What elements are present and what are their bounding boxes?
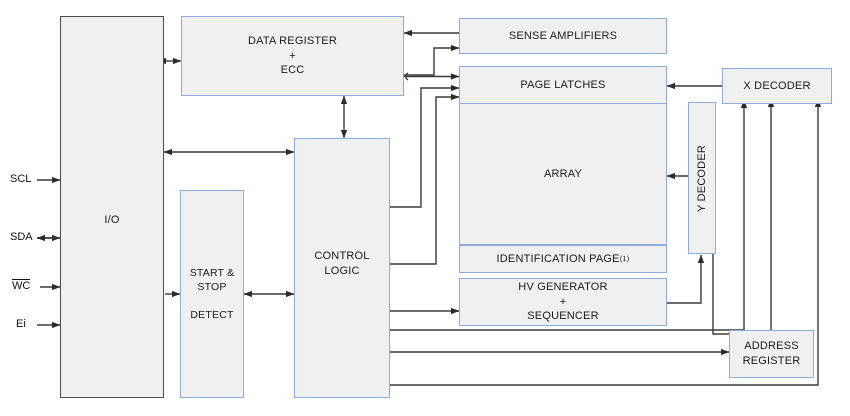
block-identification-page[interactable]: IDENTIFICATION PAGE(1) — [459, 245, 667, 273]
block-io-label: I/O — [104, 214, 120, 226]
block-start-stop-detect-label: START & STOP DETECT — [189, 266, 235, 322]
signal-label-wc: WC — [12, 279, 31, 292]
identification-page-footnote: (1) — [619, 253, 630, 263]
block-array[interactable]: ARRAY — [459, 103, 667, 245]
block-io[interactable]: I/O — [60, 16, 164, 398]
signal-label-ei: Ei — [16, 318, 26, 330]
block-page-latches-label: PAGE LATCHES — [520, 78, 606, 91]
block-array-label: ARRAY — [543, 167, 583, 180]
block-address-register-label: ADDRESS REGISTER — [742, 340, 801, 367]
block-y-decoder-label: Y DECODER — [695, 144, 708, 212]
block-data-register-label: DATA REGISTER + ECC — [248, 34, 337, 77]
block-sense-amplifiers[interactable]: SENSE AMPLIFIERS — [459, 18, 667, 54]
block-control-logic-label: CONTROL LOGIC — [314, 250, 370, 277]
block-start-stop-detect[interactable]: START & STOP DETECT — [180, 190, 244, 398]
signal-label-scl: SCL — [10, 173, 32, 185]
block-hv-generator[interactable]: HV GENERATOR + SEQUENCER — [459, 278, 667, 326]
block-page-latches[interactable]: PAGE LATCHES — [459, 66, 667, 104]
block-hv-generator-label: HV GENERATOR + SEQUENCER — [518, 280, 608, 323]
block-y-decoder[interactable]: Y DECODER — [688, 102, 716, 254]
block-x-decoder[interactable]: X DECODER — [722, 68, 832, 104]
block-identification-page-label: IDENTIFICATION PAGE — [496, 252, 620, 265]
block-control-logic[interactable]: CONTROL LOGIC — [294, 138, 390, 398]
block-sense-amplifiers-label: SENSE AMPLIFIERS — [508, 29, 618, 42]
block-x-decoder-label: X DECODER — [743, 79, 811, 92]
signal-label-sda: SDA — [10, 231, 33, 243]
block-data-register[interactable]: DATA REGISTER + ECC — [181, 16, 404, 96]
block-address-register[interactable]: ADDRESS REGISTER — [729, 330, 814, 378]
